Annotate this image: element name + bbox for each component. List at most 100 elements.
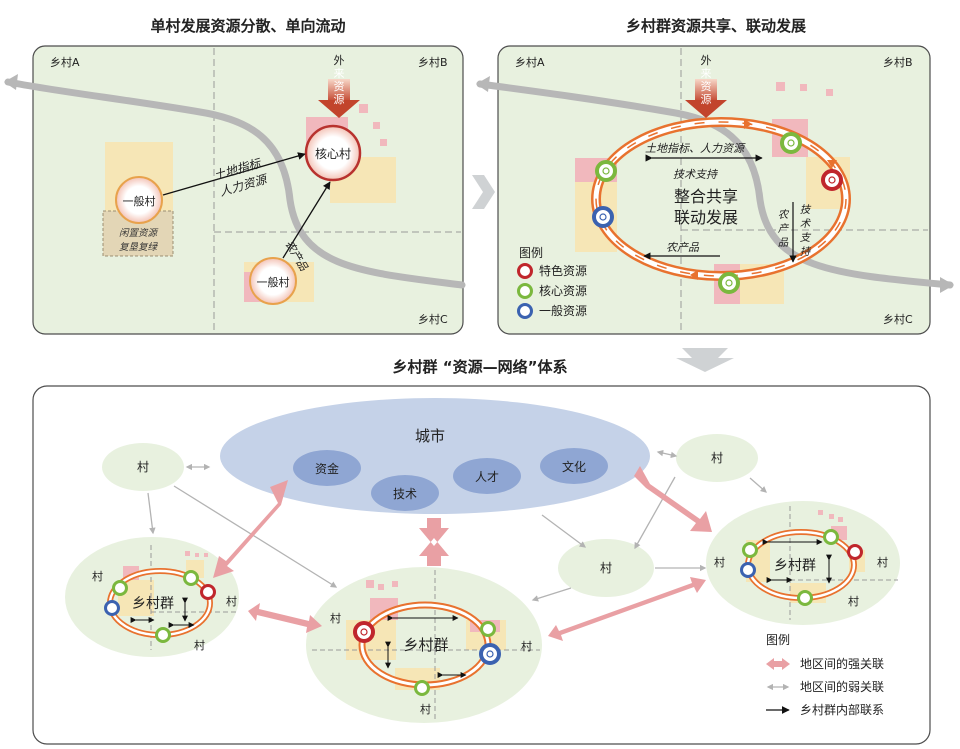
village-node-top-right	[676, 434, 758, 482]
city-label: 城市	[415, 427, 445, 445]
strong-links	[213, 466, 712, 641]
center-cluster-village-label-1: 村	[330, 611, 341, 625]
svg-text:农: 农	[778, 209, 790, 221]
right-cluster-village-label-3: 村	[848, 594, 859, 608]
flow-label-tech: 技术支持	[673, 168, 718, 181]
right-cluster-village-label-2: 村	[877, 555, 888, 569]
external-resource-label: 外 来 资 源	[334, 54, 345, 106]
center-cluster-special-node	[353, 621, 375, 643]
svg-text:源: 源	[701, 92, 712, 106]
corner-label-c-right: 乡村C	[883, 312, 913, 326]
left-cluster-special-node	[200, 584, 216, 600]
left-cluster-general-node	[104, 600, 120, 616]
general-village-label-2: 一般村	[257, 275, 290, 289]
right-cluster-core-node-2	[823, 529, 839, 545]
village-label-middle: 村	[600, 561, 612, 575]
core-village-node	[304, 124, 362, 182]
svg-text:资: 资	[334, 80, 345, 93]
center-cluster-village-label-2: 村	[521, 639, 532, 653]
restoration-label: 复垦复绿	[119, 242, 159, 253]
left-cluster-label: 乡村群	[132, 596, 174, 612]
center-label-2: 联动发展	[674, 208, 738, 227]
legend-label-weak-link: 地区间的弱关联	[800, 679, 884, 694]
legend-label-internal-link: 乡村群内部联系	[800, 702, 884, 717]
core-resource-node-1	[595, 160, 617, 182]
flow-label-produce-vertical: 农 产 品	[778, 209, 790, 249]
city-node-talent-label: 人才	[475, 470, 499, 484]
village-node-middle	[558, 539, 654, 597]
svg-text:资: 资	[701, 80, 712, 93]
svg-text:源: 源	[334, 92, 345, 106]
top-right-panel	[497, 45, 931, 335]
center-cluster-core-node-2	[414, 680, 430, 696]
idle-resources-label: 闲置资源	[119, 228, 159, 239]
left-cluster-village-label-3: 村	[194, 638, 205, 652]
corner-label-a: 乡村A	[50, 55, 80, 69]
corner-label-a-right: 乡村A	[515, 55, 545, 69]
top-right-title: 乡村群资源共享、联动发展	[626, 17, 806, 35]
svg-text:来: 来	[701, 67, 712, 80]
legend-title-bottom: 图例	[766, 633, 790, 647]
corner-label-c: 乡村C	[418, 312, 448, 326]
city-node-culture	[540, 448, 608, 484]
external-resource-label-right: 外 来 资 源	[701, 54, 712, 106]
center-cluster-village-label-3: 村	[420, 702, 431, 716]
legend-label-general: 一般资源	[539, 303, 587, 318]
legend-label-core: 核心资源	[539, 284, 587, 298]
flow-label-land-labor: 土地指标、人力资源	[645, 142, 746, 155]
right-cluster-general-node	[740, 562, 756, 578]
general-resource-node	[592, 206, 614, 228]
cluster-center-bg	[306, 567, 542, 723]
special-resource-node	[821, 169, 843, 191]
bottom-title: 乡村群 “资源—网络”体系	[393, 358, 568, 376]
city-node-capital	[293, 450, 361, 486]
general-village-node-1	[115, 176, 163, 224]
legend-label-strong-link: 地区间的强关联	[800, 656, 884, 671]
legend-icon-strong-link	[766, 658, 790, 670]
center-cluster-label: 乡村群	[403, 636, 448, 654]
svg-text:外: 外	[334, 54, 345, 67]
legend-title-top: 图例	[519, 246, 543, 260]
village-label-top-right: 村	[711, 451, 723, 465]
legend-icon-core	[517, 283, 533, 299]
top-left-panel	[32, 45, 464, 335]
svg-text:产: 产	[778, 223, 790, 235]
legend-label-special: 特色资源	[539, 263, 587, 278]
right-cluster-label: 乡村群	[774, 558, 816, 574]
svg-text:来: 来	[334, 67, 345, 80]
legend-icon-general	[517, 303, 533, 319]
flow-arrow-to-core	[162, 152, 306, 196]
down-arrow	[676, 348, 734, 372]
left-cluster-core-node-3	[155, 627, 171, 643]
grey-flow-path-left	[4, 78, 466, 289]
city-node-technology	[371, 475, 439, 511]
right-cluster-core-node-3	[797, 590, 813, 606]
weak-links	[147, 449, 767, 602]
svg-text:外: 外	[701, 54, 712, 67]
flow-label-produce-right: 农产品	[666, 241, 700, 254]
center-cluster-core-node-1	[480, 621, 496, 637]
city-node-talent	[453, 458, 521, 494]
flow-label-tech-vertical: 技 术 支 持	[800, 204, 812, 258]
center-label-1: 整合共享	[674, 187, 738, 206]
core-resource-node-2	[780, 132, 802, 154]
flow-arrow-produce	[282, 181, 331, 259]
cluster-right-bg	[706, 501, 900, 625]
svg-text:持: 持	[800, 246, 812, 258]
svg-text:技: 技	[800, 204, 812, 216]
right-cluster-core-node-1	[742, 542, 758, 558]
center-cluster-general-node	[479, 643, 501, 665]
village-node-top-left	[102, 443, 184, 491]
general-village-label-1: 一般村	[123, 194, 156, 208]
right-cluster-village-label-1: 村	[714, 555, 725, 569]
svg-text:品: 品	[778, 237, 789, 249]
left-cluster-village-label-2: 村	[226, 594, 237, 608]
left-cluster-village-label-1: 村	[92, 569, 103, 583]
legend-icon-special	[517, 263, 533, 279]
transition-arrow	[472, 175, 495, 209]
corner-label-b: 乡村B	[418, 55, 448, 69]
core-village-label: 核心村	[315, 147, 351, 161]
city-node-technology-label: 技术	[393, 487, 417, 501]
left-cluster-core-node-2	[183, 570, 199, 586]
